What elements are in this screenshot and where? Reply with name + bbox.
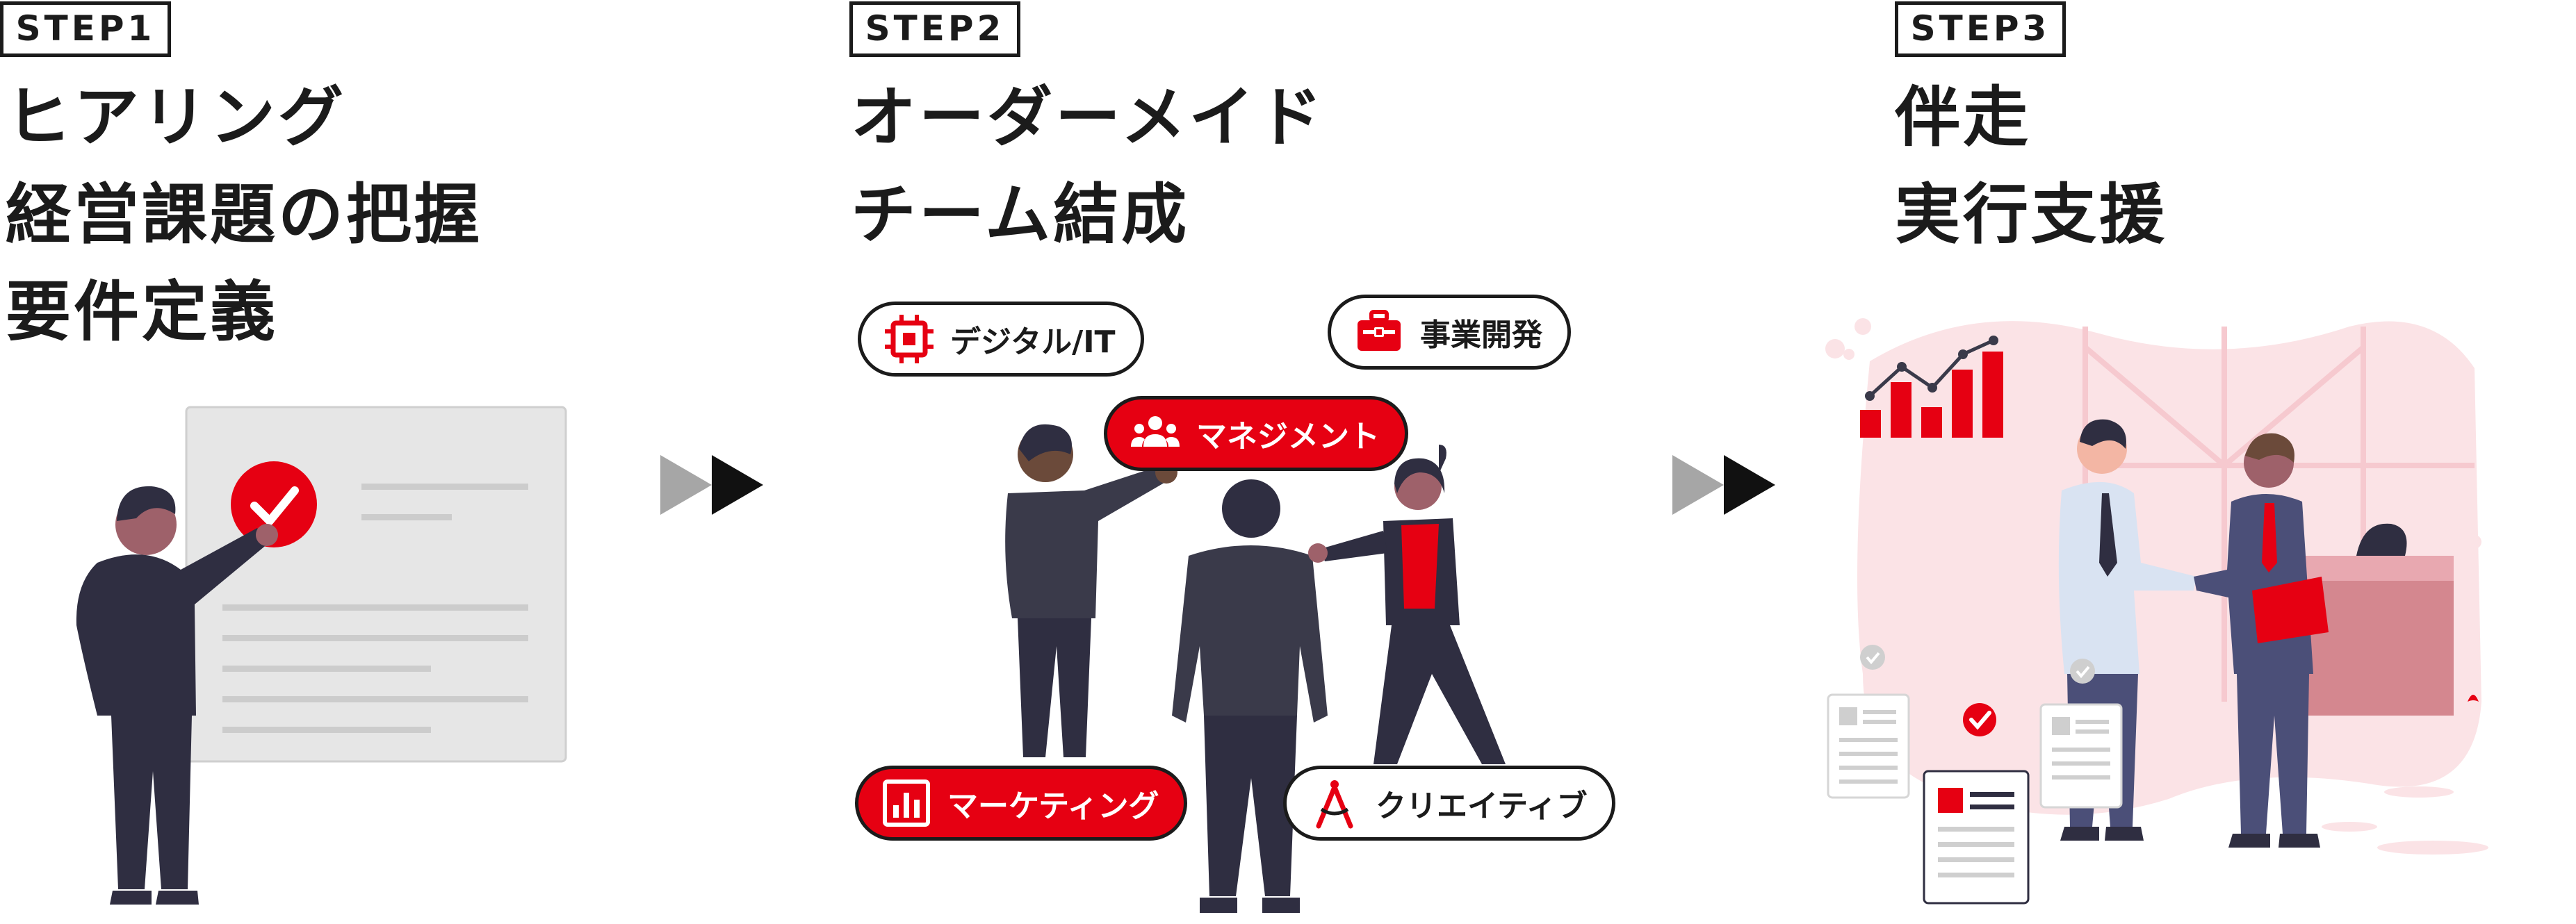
bar-chart-icon bbox=[1860, 336, 2003, 438]
person-presenter bbox=[76, 486, 278, 905]
chip-icon bbox=[883, 313, 935, 365]
tag-label: 事業開発 bbox=[1420, 317, 1542, 353]
step3-title-line: 伴走 bbox=[1895, 80, 2032, 156]
tag-creative: クリエイティブ bbox=[1283, 766, 1616, 841]
step1-title-line: 要件定義 bbox=[6, 274, 279, 350]
tag-management: マネジメント bbox=[1104, 396, 1408, 471]
whiteboard bbox=[185, 406, 567, 763]
tag-label: デジタル/IT bbox=[950, 324, 1116, 360]
connector-2 bbox=[1672, 455, 1775, 515]
person-middle bbox=[1172, 479, 1328, 913]
tag-marketing: マーケティング bbox=[855, 766, 1188, 841]
step2-title-line: チーム結成 bbox=[851, 177, 1190, 253]
arrow-black-icon bbox=[1724, 455, 1775, 515]
tag-business-development: 事業開発 bbox=[1328, 295, 1571, 370]
person-left bbox=[1005, 424, 1177, 757]
person-right bbox=[1308, 445, 1506, 764]
arrow-black-icon bbox=[712, 455, 763, 515]
step1-badge: STEP1 bbox=[0, 1, 171, 57]
document-card-highlight bbox=[1923, 703, 2030, 905]
step3-badge: STEP3 bbox=[1895, 1, 2066, 57]
step2-title-line: オーダーメイド bbox=[851, 80, 1326, 156]
step1-title-line: ヒアリング bbox=[6, 80, 347, 156]
step2-badge: STEP2 bbox=[849, 1, 1020, 57]
tag-label: クリエイティブ bbox=[1376, 789, 1588, 824]
step1-title: ヒアリング 経営課題の把握 要件定義 bbox=[6, 69, 482, 361]
document-card bbox=[2039, 659, 2123, 809]
arrow-gray-icon bbox=[1672, 455, 1724, 515]
person-right bbox=[2194, 433, 2329, 848]
compass-icon bbox=[1309, 777, 1360, 829]
people-icon bbox=[1130, 408, 1181, 459]
step3-title: 伴走 実行支援 bbox=[1895, 69, 2167, 264]
connector-1 bbox=[660, 455, 763, 515]
step1-title-line: 経営課題の把握 bbox=[6, 177, 483, 253]
briefcase-icon bbox=[1353, 306, 1405, 358]
tag-label: マーケティング bbox=[947, 789, 1159, 824]
check-circle-icon bbox=[231, 461, 317, 547]
step3-title-line: 実行支援 bbox=[1895, 177, 2168, 253]
step3-illustration bbox=[1825, 318, 2488, 905]
tag-digital-it: デジタル/IT bbox=[858, 302, 1144, 377]
step2-illustration bbox=[1005, 424, 1506, 913]
document-card bbox=[1827, 645, 1910, 799]
arrow-gray-icon bbox=[660, 455, 712, 515]
step1-illustration bbox=[76, 406, 567, 905]
step2-title: オーダーメイド チーム結成 bbox=[851, 69, 1325, 264]
bar-chart-icon bbox=[881, 777, 932, 829]
tag-label: マネジメント bbox=[1196, 419, 1380, 454]
